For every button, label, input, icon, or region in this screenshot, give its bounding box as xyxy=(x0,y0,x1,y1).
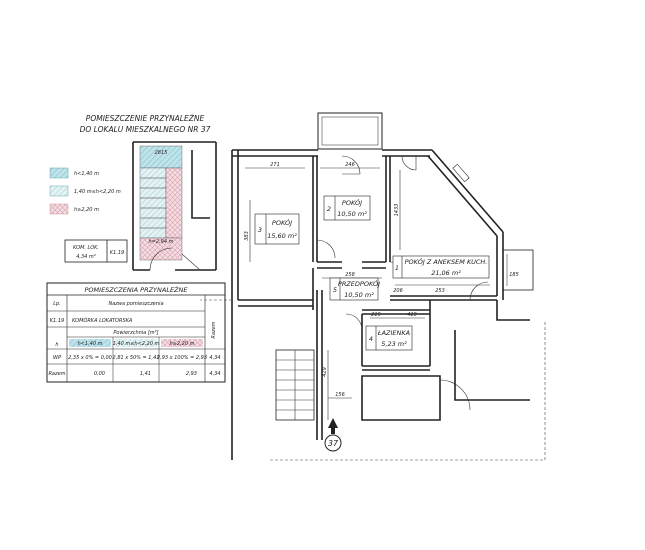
room-label-2: 2 POKÓJ 10,50 m² xyxy=(323,195,371,221)
apartment-plan xyxy=(200,112,546,461)
table-h-label: h xyxy=(55,342,58,348)
room-1-name: POKÓJ Z ANEKSEM KUCH. xyxy=(405,257,488,266)
legend-swatch-high xyxy=(49,203,69,215)
table-razem-label: Razem xyxy=(48,371,65,377)
legend-label-low: h<1,40 m xyxy=(74,171,99,177)
table-wp3: 2,93 x 100% = 2,93 xyxy=(157,355,207,361)
dim-185: 185 xyxy=(509,272,519,278)
table-area-header: Powierzchnia [m²] xyxy=(113,330,158,336)
room-1-area: 21,06 m² xyxy=(431,269,461,277)
table-r2: 1,41 xyxy=(140,371,151,377)
room-4-area: 5,23 m² xyxy=(381,340,407,348)
legend-label-mid: 1,40 m≤h<2,20 m xyxy=(74,189,121,195)
storage-code: K1.19 xyxy=(110,250,124,256)
legend-swatch-low xyxy=(49,167,69,179)
dim-246: 246 xyxy=(345,162,355,168)
room-label-1: 1 POKÓJ Z ANEKSEM KUCH. 21,06 m² xyxy=(392,255,490,279)
room-5-name: PRZEDPOKÓJ xyxy=(338,279,380,288)
room-2-number: 2 xyxy=(327,205,331,213)
annex-title-line1: POMIESZCZENIE PRZYNALEŻNE xyxy=(86,114,205,123)
rooms-table: POMIESZCZENIA PRZYNALEŻNE Lp. Nazwa pomi… xyxy=(46,282,226,383)
storage-area: 4,34 m² xyxy=(76,254,96,260)
legend-swatch-mid xyxy=(49,185,69,197)
table-col-lp: Lp. xyxy=(53,301,61,307)
room-4-number: 4 xyxy=(369,335,373,343)
storage-label: KOM. LOK. xyxy=(73,245,99,251)
table-wp-label: WP xyxy=(53,355,61,361)
room-2-name: POKÓJ xyxy=(342,198,362,207)
room-2-area: 10,50 m² xyxy=(337,210,367,218)
table-row1-name: KOMÓRKA LOKATORSKA xyxy=(72,317,133,324)
storage-height-note: h=2,94 m xyxy=(149,239,174,245)
table-wp2: 2,81 x 50% = 1,41 xyxy=(113,355,160,361)
room-3-area: 15,60 m² xyxy=(267,232,297,240)
room-label-3: 3 POKÓJ 15,60 m² xyxy=(254,213,300,245)
table-col-name: Nazwa pomieszczenia xyxy=(108,301,163,307)
table-h2: 1,40 m≤h<2,20 m xyxy=(113,341,160,347)
legend-label-high: h≥2,20 m xyxy=(74,207,99,213)
table-h1: h<1,40 m xyxy=(78,341,103,347)
entrance-number: 37 xyxy=(328,439,339,448)
table-wp1: 2,35 x 0% = 0,00 xyxy=(68,355,112,361)
dim-156: 156 xyxy=(335,392,345,398)
dim-271: 271 xyxy=(270,162,280,168)
legend: h<1,40 m 1,40 m≤h<2,20 m h≥2,20 m xyxy=(49,167,121,215)
table-r3: 2,93 xyxy=(186,371,197,377)
dim-206: 206 xyxy=(393,288,403,294)
dim-258: 258 xyxy=(345,272,355,278)
entrance-arrow-icon xyxy=(328,418,338,434)
dim-253: 253 xyxy=(435,288,445,294)
entrance-marker: 37 xyxy=(324,418,342,452)
table-h3: h≥2,20 m xyxy=(170,341,195,347)
dim-415: 415 xyxy=(407,312,417,318)
table-r1: 0,00 xyxy=(94,371,105,377)
storage-top-dimension: 2815 xyxy=(155,150,168,156)
room-5-number: 5 xyxy=(333,286,337,294)
room-label-4: 4 ŁAZIENKA 5,23 m² xyxy=(365,325,413,351)
room-3-number: 3 xyxy=(258,226,262,234)
storage-annex: 2815 h=2,94 m xyxy=(132,141,217,271)
dim-429: 429 xyxy=(322,367,328,377)
storage-label-box: KOM. LOK. 4,34 m² K1.19 xyxy=(64,239,128,263)
table-wp-sum: 4,34 xyxy=(209,355,220,361)
room-5-area: 10,50 m² xyxy=(344,291,374,299)
dim-383: 383 xyxy=(244,231,250,241)
table-col-sum: Razem xyxy=(211,321,217,338)
room-label-5: 5 PRZEDPOKÓJ 10,50 m² xyxy=(329,277,380,301)
table-row1-lp: K1.19 xyxy=(50,318,64,324)
annex-title-line2: DO LOKALU MIESZKALNEGO NR 37 xyxy=(80,125,211,134)
room-1-number: 1 xyxy=(395,264,399,272)
dim-215: 215 xyxy=(371,312,381,318)
room-4-name: ŁAZIENKA xyxy=(377,329,410,337)
dim-1433: 1433 xyxy=(394,204,400,217)
table-title: POMIESZCZENIA PRZYNALEŻNE xyxy=(85,285,189,294)
table-r-sum: 4,34 xyxy=(209,371,220,377)
room-3-name: POKÓJ xyxy=(272,218,292,227)
